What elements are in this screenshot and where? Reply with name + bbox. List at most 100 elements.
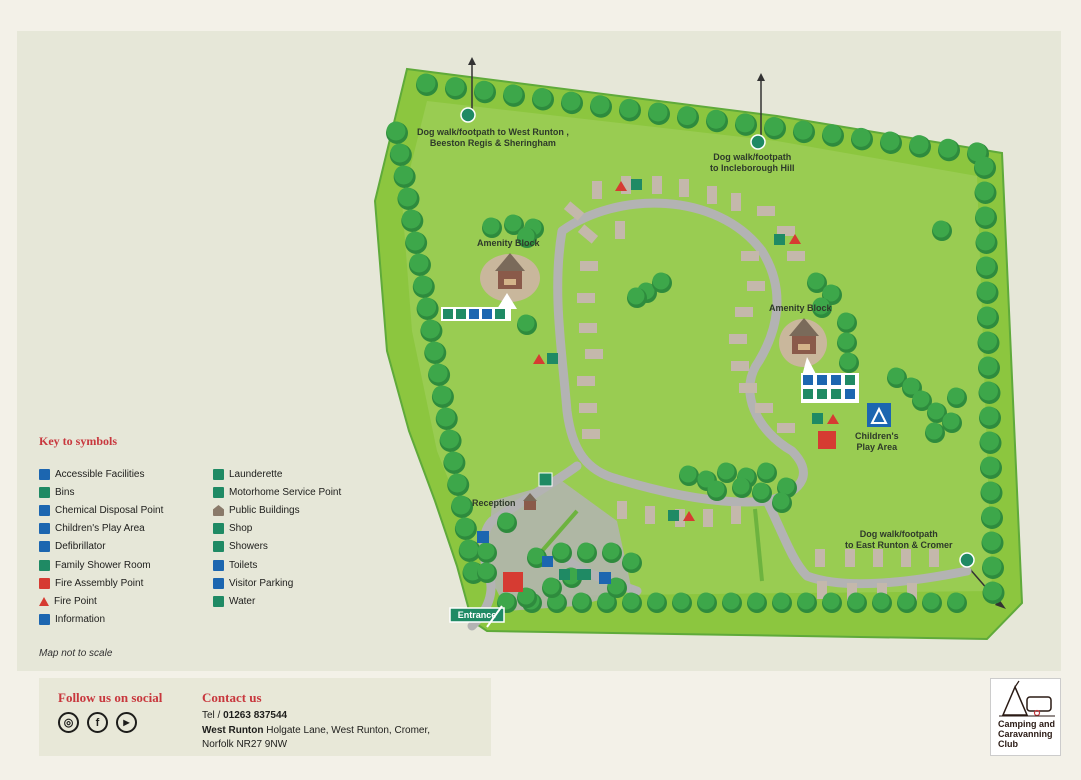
- scale-note: Map not to scale: [39, 648, 113, 659]
- key-item: Fire Assembly Point: [39, 574, 163, 592]
- tree-icon: [983, 581, 1002, 601]
- tree-icon: [839, 352, 857, 370]
- tree-icon: [390, 143, 410, 163]
- key-item: Showers: [213, 538, 341, 556]
- tree-icon: [602, 542, 620, 560]
- key-item-label: Visitor Parking: [229, 577, 294, 589]
- key-item-label: Defibrillator: [55, 541, 106, 553]
- site-map: [373, 57, 1024, 641]
- key-item-label: Children's Play Area: [55, 523, 145, 535]
- facebook-icon[interactable]: f: [87, 712, 108, 733]
- callout-left: [497, 293, 517, 309]
- tree-icon: [622, 592, 640, 610]
- label-reception: Reception: [472, 498, 516, 508]
- tree-icon: [409, 253, 429, 273]
- water-icon: [213, 595, 224, 607]
- club-logo[interactable]: Camping and Caravanning Club: [990, 678, 1061, 756]
- tree-icon: [497, 592, 515, 610]
- defibrillator-icon: [39, 541, 50, 553]
- label-dogwalk-west: Dog walk/footpath to West Runton , Beest…: [417, 127, 569, 148]
- instagram-icon[interactable]: ◎: [58, 712, 79, 733]
- tree-icon: [627, 287, 645, 305]
- tree-icon: [455, 517, 475, 537]
- tree-icon: [647, 592, 665, 610]
- key-item: Public Buildings: [213, 501, 341, 519]
- tree-icon: [722, 592, 740, 610]
- label-dogwalk-east: Dog walk/footpath to East Runton & Crome…: [845, 529, 953, 550]
- fire-point-icon: [39, 596, 49, 606]
- tree-icon: [482, 217, 500, 235]
- contact-phone: Tel / 01263 837544: [202, 710, 288, 721]
- tree-icon: [764, 117, 784, 136]
- key-item: Children's Play Area: [39, 520, 163, 538]
- amenity-building-right: [789, 318, 819, 354]
- tree-icon: [497, 512, 515, 530]
- hedge-strip: [753, 508, 764, 582]
- bin-icon: [39, 486, 50, 498]
- tree-icon: [938, 138, 958, 158]
- tree-icon: [880, 131, 900, 151]
- tree-icon: [542, 577, 560, 595]
- toilets-icon: [213, 559, 224, 571]
- tree-icon: [981, 481, 1000, 501]
- tree-icon: [517, 314, 535, 332]
- key-item-label: Family Shower Room: [55, 559, 151, 571]
- tree-icon: [416, 73, 436, 93]
- tree-icon: [552, 542, 570, 560]
- tree-icon: [979, 381, 998, 401]
- tree-icon: [976, 231, 995, 251]
- tree-icon: [927, 402, 945, 420]
- key-item-label: Chemical Disposal Point: [55, 504, 164, 516]
- tree-icon: [735, 113, 755, 133]
- tree-icon: [424, 341, 444, 361]
- tree-icon: [459, 539, 479, 559]
- tree-icon: [405, 231, 425, 251]
- youtube-icon[interactable]: ▶: [116, 712, 137, 733]
- shower-icon: [213, 541, 224, 553]
- tree-icon: [386, 121, 406, 141]
- tree-icon: [413, 275, 433, 295]
- tree-icon: [561, 91, 581, 111]
- tree-icon: [977, 306, 997, 326]
- arrowhead-north: [757, 73, 765, 81]
- tree-icon: [572, 592, 590, 610]
- tree-icon: [925, 422, 943, 440]
- label-play-area: Children's Play Area: [855, 431, 899, 452]
- tree-icon: [417, 297, 437, 317]
- key-item: Chemical Disposal Point: [39, 501, 163, 519]
- tree-icon: [887, 367, 905, 385]
- tree-icon: [837, 332, 855, 350]
- accessible-icon: [39, 468, 50, 480]
- tree-icon: [807, 272, 825, 290]
- tree-icon: [978, 331, 997, 351]
- tree-icon: [822, 124, 842, 144]
- tree-icon: [777, 477, 795, 495]
- key-item-label: Launderette: [229, 468, 283, 480]
- tree-icon: [847, 592, 865, 610]
- contact-address-line2: Norfolk NR27 9NW: [202, 739, 288, 750]
- tree-icon: [443, 451, 463, 471]
- hedge-strip-2: [540, 509, 579, 553]
- tree-icon: [597, 592, 615, 610]
- shop-icon: [213, 523, 224, 535]
- tree-icon: [812, 297, 830, 315]
- key-item: Bins: [39, 483, 163, 501]
- tree-icon: [447, 473, 467, 493]
- entrance-sign: Entrance: [457, 610, 497, 620]
- key-item-label: Fire Assembly Point: [55, 577, 144, 589]
- tree-icon: [706, 109, 726, 129]
- tree-icon: [463, 561, 483, 581]
- tree-icon: [757, 462, 775, 480]
- tree-icon: [797, 592, 815, 610]
- tree-icon: [436, 407, 456, 427]
- tree-icon: [477, 562, 495, 580]
- tree-icon: [947, 592, 965, 610]
- tree-icon: [590, 95, 610, 115]
- tree-icon: [648, 102, 668, 122]
- tree-icon: [793, 120, 813, 140]
- tree-icon: [942, 412, 960, 430]
- tree-icon: [975, 206, 995, 226]
- tree-icon: [872, 592, 890, 610]
- logo-text: Camping and Caravanning Club: [998, 719, 1056, 749]
- phone-number[interactable]: 01263 837544: [223, 710, 288, 721]
